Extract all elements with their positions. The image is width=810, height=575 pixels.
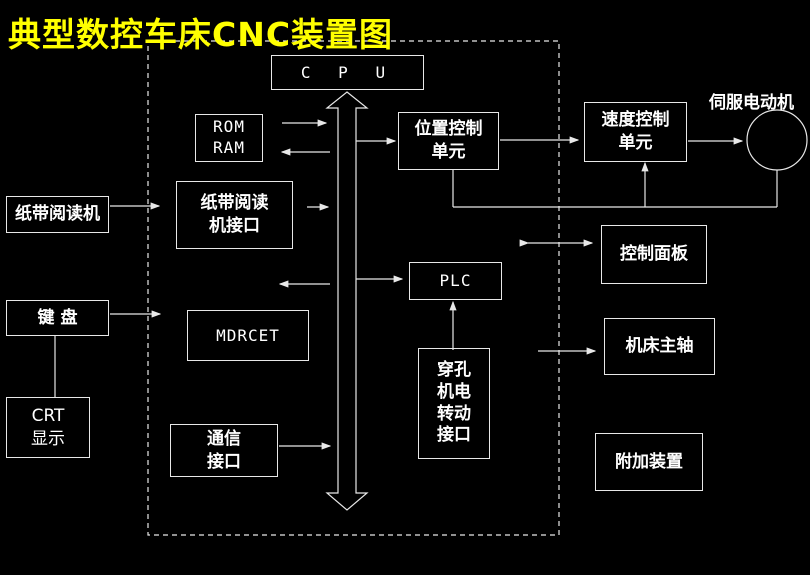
cpu-block: C P U (271, 55, 424, 90)
servo-motor-icon (746, 109, 808, 171)
servo-motor-label: 伺服电动机 (709, 93, 794, 113)
system-bus (325, 91, 369, 511)
spindle-block: 机床主轴 (604, 318, 715, 375)
keyboard-block: 键 盘 (6, 300, 109, 336)
position-control-block: 位置控制 单元 (398, 112, 499, 170)
cnc-boundary (147, 40, 560, 536)
io-interface-block: 穿孔 机电 转动 接口 (418, 348, 490, 459)
plc-block: PLC (409, 262, 502, 300)
diagram-title: 典型数控车床CNC装置图 (8, 15, 394, 54)
crt-display-block: CRT 显示 (6, 397, 90, 458)
comm-interface-block: 通信 接口 (170, 424, 278, 477)
mdi-crt-block: MDRCET (187, 310, 309, 361)
speed-control-block: 速度控制 单元 (584, 102, 687, 162)
control-panel-block: 控制面板 (601, 225, 707, 284)
tape-reader-block: 纸带阅读机 (6, 196, 109, 233)
auxiliary-device-block: 附加装置 (595, 433, 703, 491)
rom-ram-block: ROM RAM (195, 114, 263, 162)
tape-interface-block: 纸带阅读 机接口 (176, 181, 293, 249)
